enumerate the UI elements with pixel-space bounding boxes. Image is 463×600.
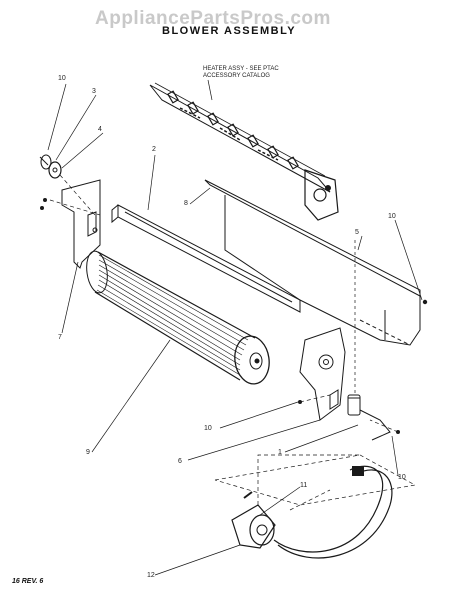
collar-assembly [39, 154, 62, 179]
callout-4: 4 [98, 126, 102, 133]
callout-10-mid: 10 [204, 425, 212, 432]
callout-leaders [47, 83, 423, 576]
blower-housing-panel [204, 179, 421, 346]
callout-9: 9 [86, 449, 90, 456]
note-leader [207, 79, 213, 101]
callout-10-right: 10 [388, 213, 396, 220]
revision-footer: 16 REV. 6 [12, 578, 44, 585]
callout-8: 8 [184, 200, 188, 207]
watermark: AppliancePartsPros.com [95, 8, 331, 29]
motor-bracket [299, 327, 346, 421]
blower-wheel [86, 250, 270, 385]
callout-12: 12 [147, 572, 155, 579]
screws [40, 198, 428, 434]
callout-10-top-left: 10 [58, 75, 66, 82]
callout-5: 5 [355, 229, 359, 236]
callout-3: 3 [92, 88, 96, 95]
left-bracket [61, 179, 101, 269]
callout-6: 6 [178, 458, 182, 465]
cutoff-panel [111, 204, 301, 313]
callout-10-bottom: 10 [398, 474, 406, 481]
callout-11: 11 [300, 482, 308, 489]
callout-7: 7 [58, 334, 62, 341]
diagram-title: BLOWER ASSEMBLY [162, 25, 297, 37]
callout-1: 1 [278, 449, 282, 456]
blower-motor [231, 465, 393, 559]
note-line-2: ACCESSORY CATALOG [203, 73, 270, 79]
assembly-guides [49, 174, 417, 511]
heater-assembly [149, 82, 339, 221]
capacitor [347, 240, 391, 441]
callout-2: 2 [152, 146, 156, 153]
note-line-1: HEATER ASSY - SEE PTAC [203, 66, 279, 72]
